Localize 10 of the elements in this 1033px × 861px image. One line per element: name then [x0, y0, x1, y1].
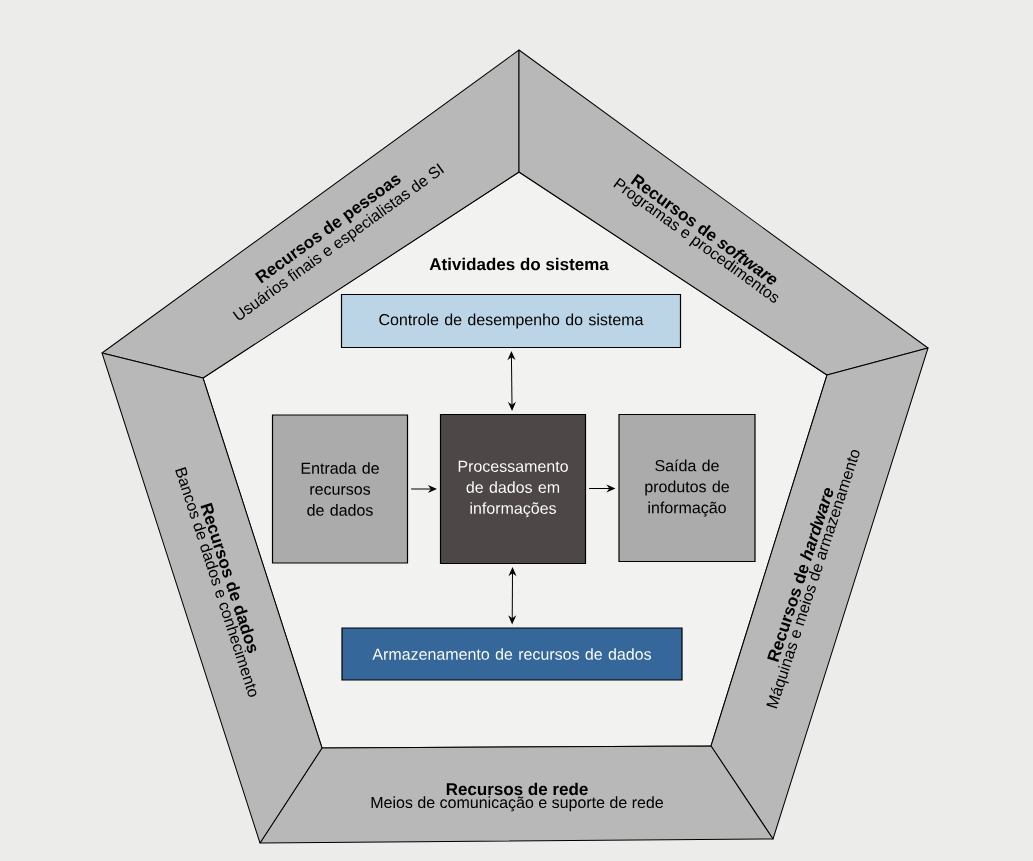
- process-box: Entrada de recursos de dados: [271, 414, 409, 564]
- process-box: Processamento de dados em informações: [439, 413, 587, 565]
- arrow: [588, 485, 615, 492]
- arrow: [508, 351, 516, 411]
- process-box: Saída de produtos de informação: [618, 413, 756, 563]
- process-box: Controle de desempenho do sistema: [340, 293, 682, 349]
- process-box: Armazenamento de recursos de dados: [341, 627, 683, 681]
- arrow: [410, 485, 437, 493]
- arrow: [508, 567, 516, 624]
- resource-band: Recursos de rede Meios de comunicação e suporte de rede: [259, 745, 774, 844]
